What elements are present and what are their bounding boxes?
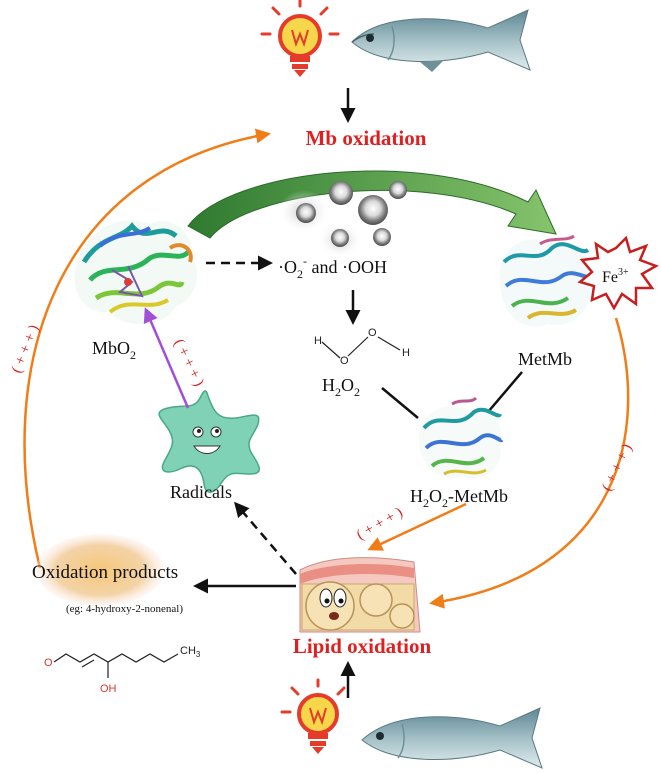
mbo2-protein-image: [74, 220, 198, 325]
h2o2-metmb-protein-image: [419, 396, 504, 478]
top-light-bulb-icon: [260, 0, 340, 77]
metmb-to-lipid-orange-arrow: [429, 317, 630, 609]
h2o2-metmb-label: H2O2-MetMb: [410, 486, 508, 510]
bottom-light-bulb-icon: [280, 678, 346, 754]
svg-text:H: H: [402, 347, 410, 359]
oxidation-products-label: Oxidation products: [32, 562, 178, 583]
plus-label-right-cycle: ( + + + ): [599, 441, 635, 493]
h2o2-label: H2O2: [322, 375, 360, 399]
mb-oxidation-title: Mb oxidation: [306, 126, 427, 150]
mbo2-label: MbO2: [92, 338, 136, 362]
plus-label-left-cycle: ( + + + ): [9, 323, 43, 376]
top-fish-icon: [351, 9, 531, 72]
mbo2-to-metmb-green-arrow: [187, 170, 557, 239]
metmb-label: MetMb: [518, 349, 572, 369]
lipid-to-radicals-dashed-arrow: [234, 501, 297, 575]
svg-text:H: H: [314, 335, 322, 347]
complex-to-lipid-orange-arrow: [367, 502, 467, 551]
superoxide-label: ·O2- and ·OOH: [278, 254, 387, 281]
svg-text:O: O: [44, 657, 53, 669]
radicals-to-mbo2-purple-arrow: [143, 307, 190, 409]
metmb-protein-image: [499, 234, 592, 327]
h2o2-join-line: [381, 387, 419, 419]
svg-text:OH: OH: [100, 683, 117, 695]
radical-star-character-image: [158, 390, 260, 493]
fe3-burst-badge: Fe3+: [577, 235, 659, 311]
bottom-fish-icon: [361, 707, 543, 769]
svg-text:O: O: [368, 327, 377, 339]
example-compound-label: (eg: 4-hydroxy-2-nonenal): [66, 603, 183, 615]
lipid-to-mb-orange-arrow: [23, 128, 271, 569]
hne-structure-image: O OH CH3: [44, 645, 201, 695]
plus-label-complex: ( + + + ): [354, 504, 406, 543]
fe3-label: Fe3+: [602, 267, 629, 286]
radicals-label: Radicals: [170, 482, 232, 502]
lipid-oxidation-title: Lipid oxidation: [293, 634, 432, 658]
oxidation-products-blob-image: [36, 534, 164, 606]
reactive-oxygen-bubbles-image: [278, 181, 407, 258]
h2o2-structure-image: H O O H: [314, 327, 410, 367]
metmb-join-line: [487, 371, 523, 413]
svg-text:O: O: [340, 355, 349, 367]
lipid-droplet-character-image: [299, 557, 421, 633]
svg-text:CH3: CH3: [180, 645, 201, 659]
